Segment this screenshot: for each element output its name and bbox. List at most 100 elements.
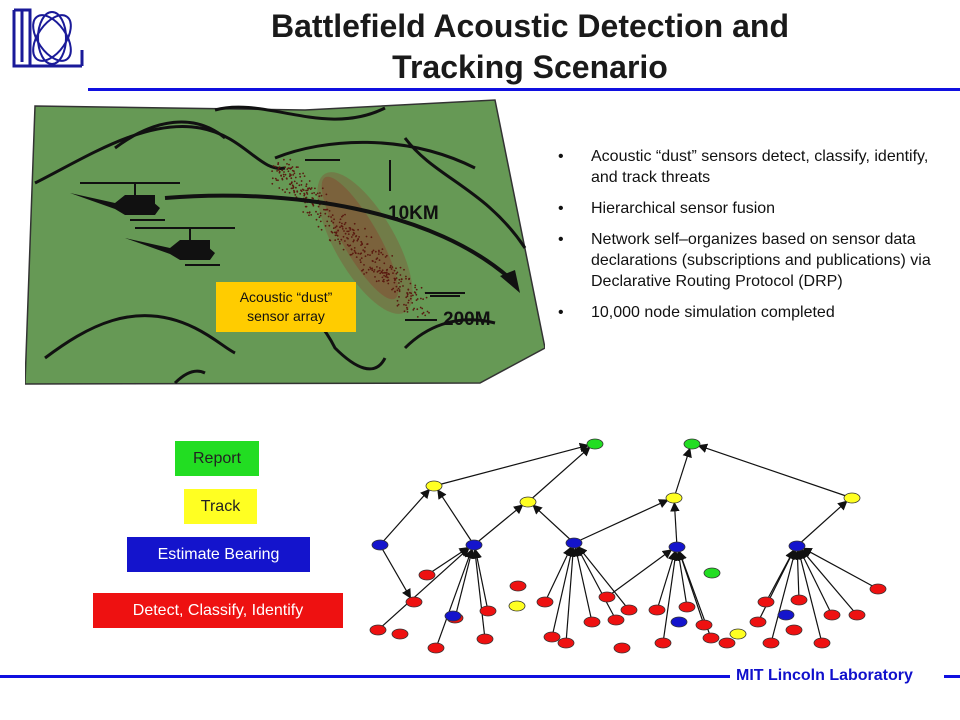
dust-sensor-dot (319, 214, 322, 217)
dust-sensor-dot (352, 252, 354, 255)
dust-sensor-dot (320, 228, 323, 231)
dust-sensor-dot (302, 211, 305, 213)
dust-sensor-dot (300, 180, 303, 182)
dust-sensor-dot (395, 277, 398, 279)
dust-sensor-dot (326, 220, 329, 223)
dust-sensor-dot (296, 191, 299, 193)
dust-sensor-dot (425, 296, 428, 299)
network-edge (606, 549, 673, 598)
dust-sensor-dot (412, 294, 414, 297)
dust-sensor-dot (337, 229, 339, 232)
network-edge (377, 547, 470, 631)
dust-sensor-dot (332, 221, 335, 224)
dust-sensor-dot (389, 264, 392, 267)
dust-sensor-dot (380, 271, 383, 274)
dust-sensor-dot (384, 256, 387, 258)
dust-sensor-dot (396, 304, 399, 307)
dust-sensor-dot (338, 240, 341, 243)
dust-sensor-dot (288, 183, 291, 185)
network-node-bearing (777, 609, 795, 621)
dust-sensor-dot (371, 260, 374, 262)
dust-sensor-dot (310, 187, 313, 189)
network-edge (527, 446, 591, 503)
dust-sensor-dot (278, 187, 281, 189)
dust-sensor-dot (306, 211, 309, 214)
dust-sensor-dot (341, 225, 344, 228)
footer-lab-name: MIT Lincoln Laboratory (736, 667, 913, 684)
dust-sensor-dot (303, 193, 306, 196)
dust-sensor-dot (413, 307, 415, 310)
dust-sensor-dot (344, 221, 347, 224)
dust-sensor-dot (289, 174, 292, 177)
network-node-bearing (444, 610, 462, 622)
dust-sensor-dot (299, 173, 301, 175)
network-edge (433, 442, 590, 487)
dust-sensor-dot (342, 214, 344, 217)
dust-sensor-dot (300, 184, 303, 186)
dust-sensor-dot (365, 235, 368, 238)
dust-sensor-dot (416, 298, 419, 300)
network-node-detect (749, 616, 767, 628)
dust-sensor-dot (281, 177, 284, 180)
dust-sensor-dot (403, 268, 405, 271)
network-node-track (665, 492, 683, 504)
dust-sensor-dot (330, 220, 333, 222)
dust-sensor-dot (284, 191, 286, 193)
dust-sensor-dot (352, 234, 354, 236)
dust-sensor-dot (399, 285, 401, 288)
dust-sensor-dot (403, 310, 406, 313)
dust-sensor-dot (420, 286, 423, 289)
dust-sensor-dot (406, 308, 409, 311)
network-edge (673, 447, 692, 499)
dust-sensor-dot (324, 225, 327, 227)
network-edge (435, 548, 474, 649)
network-node-detect (369, 624, 387, 636)
dust-sensor-dot (364, 227, 366, 230)
dust-sensor-dot (408, 278, 410, 281)
dust-sensor-dot (395, 285, 398, 288)
dust-sensor-dot (359, 261, 362, 264)
dust-sensor-dot (384, 272, 387, 274)
dust-sensor-dot (409, 297, 412, 300)
footer-divider (0, 675, 730, 678)
dust-sensor-dot (333, 218, 335, 221)
dust-sensor-dot (407, 288, 410, 291)
dust-sensor-dot (426, 310, 429, 313)
dust-sensor-dot (271, 182, 274, 185)
dust-sensor-dot (366, 243, 369, 245)
dust-sensor-dot (286, 168, 289, 170)
dust-sensor-dot (357, 238, 360, 240)
dust-sensor-dot (405, 296, 408, 299)
dust-sensor-dot (353, 222, 356, 225)
dust-sensor-dot (391, 288, 393, 291)
network-node-detect (648, 604, 666, 616)
dust-sensor-dot (415, 288, 418, 291)
dust-sensor-dot (393, 269, 396, 272)
network-node-detect (718, 637, 736, 649)
dust-sensor-dot (342, 235, 345, 238)
network-node-detect (813, 637, 831, 649)
bullet-item: Network self–organizes based on sensor d… (558, 229, 953, 292)
dust-sensor-dot (326, 208, 329, 211)
dust-sensor-dot (341, 215, 343, 218)
dust-sensor-dot (375, 280, 378, 283)
dust-sensor-dot (352, 231, 355, 234)
network-node-bearing (371, 539, 389, 551)
dust-sensor-dot (395, 272, 398, 275)
dust-sensor-dot (291, 181, 293, 183)
dust-sensor-dot (318, 195, 321, 197)
network-node-bearing (565, 537, 583, 549)
network-node-detect (543, 631, 561, 643)
dust-sensor-dot (381, 253, 384, 256)
dust-sensor-dot (350, 236, 353, 238)
dust-sensor-dot (343, 230, 345, 232)
dust-sensor-dot (311, 203, 314, 206)
dust-sensor-dot (321, 187, 324, 190)
dust-sensor-dot (371, 250, 374, 253)
dust-sensor-dot (376, 271, 379, 273)
dust-sensor-dot (420, 297, 422, 300)
dust-sensor-dot (399, 274, 402, 276)
dust-sensor-dot (383, 262, 386, 265)
dust-sensor-dot (272, 165, 275, 167)
network-node-bearing (668, 541, 686, 553)
